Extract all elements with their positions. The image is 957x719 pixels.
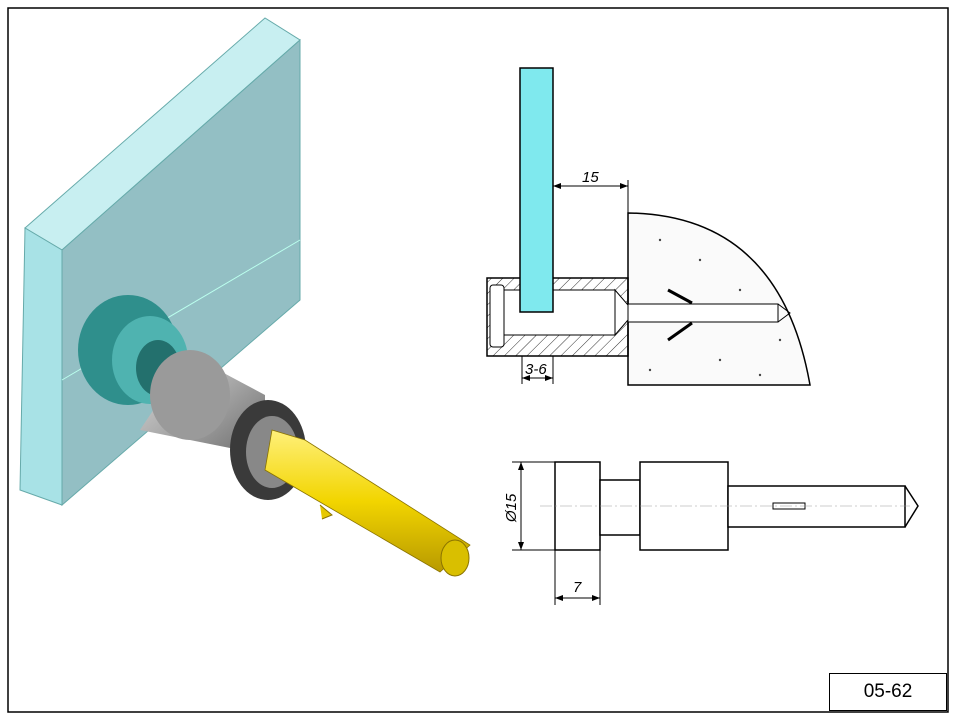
glass-side-face <box>19 227 63 506</box>
isometric-view <box>19 17 471 577</box>
anchor-section <box>627 303 779 323</box>
side-view <box>512 461 919 605</box>
section-view: 15 3-6 <box>486 67 811 386</box>
drawing-frame <box>7 7 949 713</box>
dim-glass-thickness: 3-6 <box>525 361 547 378</box>
dim-head-length: 7 <box>573 579 582 596</box>
dim-diameter: Ø15 <box>503 493 520 523</box>
yellow-anchor <box>264 429 471 577</box>
glass-section <box>519 67 554 313</box>
dim-glass-to-wall: 15 <box>582 169 599 186</box>
drawing-code-label: 05-62 <box>829 673 947 711</box>
wall <box>627 212 811 386</box>
